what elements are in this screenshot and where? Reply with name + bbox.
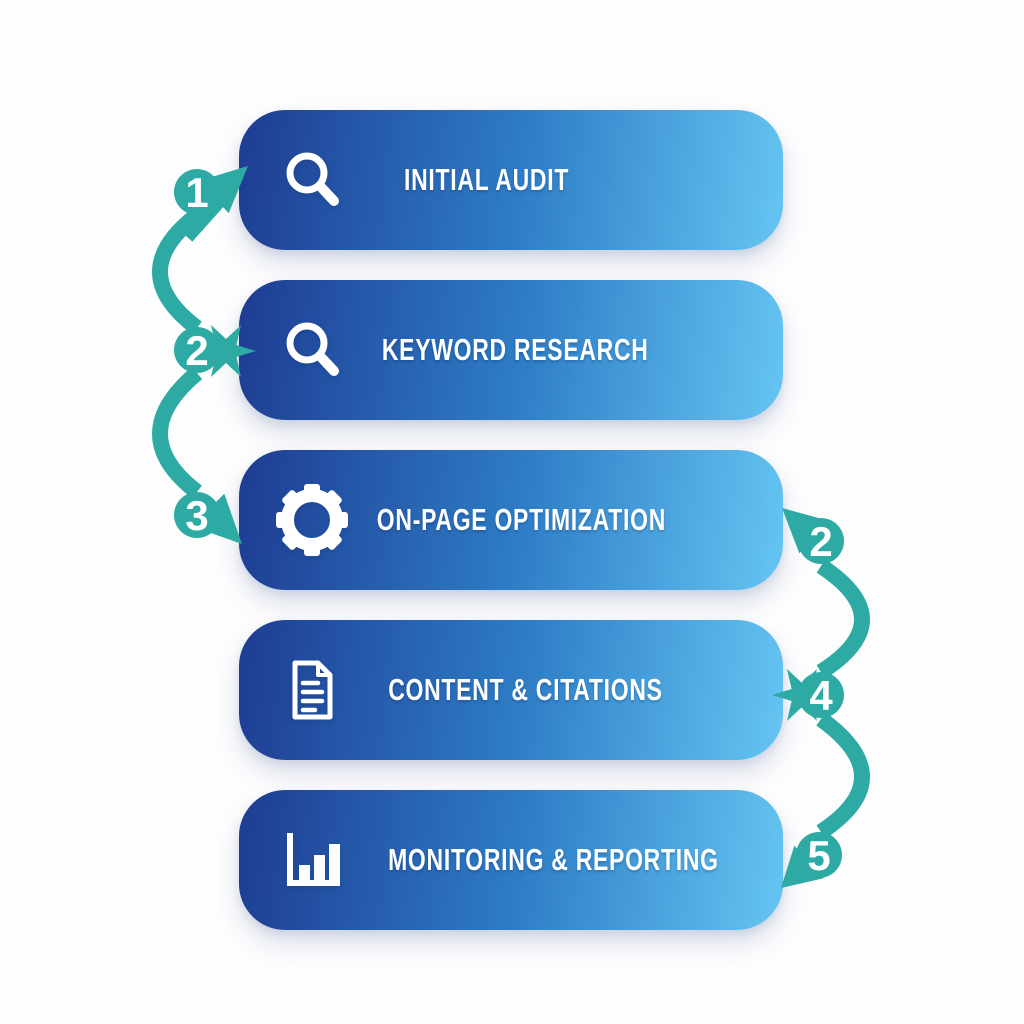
arrow-shaft xyxy=(179,192,227,242)
connector-arc-1-2 xyxy=(152,208,202,335)
step-bar-keyword-research: KEYWORD RESEARCH xyxy=(239,280,783,420)
bar-chart-icon xyxy=(272,820,352,900)
arrow-shaft xyxy=(800,525,830,556)
step-label: KEYWORD RESEARCH xyxy=(381,332,649,367)
connector-arc-2-3 xyxy=(152,366,203,499)
connector-number: 1 xyxy=(185,169,208,216)
step-bar-content-citations: CONTENT & CITATIONS xyxy=(239,620,783,760)
connector-number: 2 xyxy=(809,518,832,565)
step-label: MONITORING & REPORTING xyxy=(387,842,719,877)
step-label: CONTENT & CITATIONS xyxy=(387,672,663,707)
number-badge xyxy=(798,672,844,718)
magnifier-icon xyxy=(272,310,352,390)
arrowhead-icon xyxy=(191,493,242,544)
gear-icon xyxy=(272,480,352,560)
connector-number: 2 xyxy=(185,327,208,374)
number-badge xyxy=(174,169,220,215)
document-icon xyxy=(272,650,352,730)
number-badge xyxy=(174,327,220,373)
number-badge xyxy=(798,518,844,564)
step-label: INITIAL AUDIT xyxy=(404,162,570,197)
connector-arc-3-4 xyxy=(816,559,870,679)
connector-number: 3 xyxy=(185,492,208,539)
magnifier-icon xyxy=(272,140,352,220)
step-bar-on-page-optimization: ON-PAGE OPTIMIZATION xyxy=(239,450,783,590)
step-label: ON-PAGE OPTIMIZATION xyxy=(376,502,666,537)
connector-arc-4-5 xyxy=(816,712,870,839)
step-bar-monitoring-reporting: MONITORING & REPORTING xyxy=(239,790,783,930)
step-bar-initial-audit: INITIAL AUDIT xyxy=(239,110,783,250)
number-badge xyxy=(174,492,220,538)
connector-number: 4 xyxy=(809,672,833,719)
